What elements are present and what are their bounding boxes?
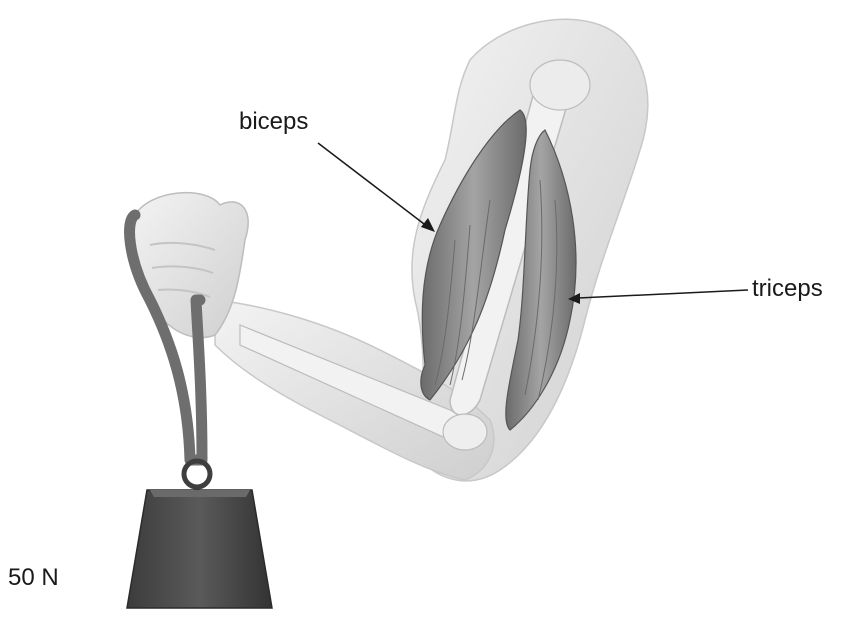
biceps-label: biceps bbox=[239, 110, 308, 134]
triceps-pointer-line bbox=[578, 290, 748, 298]
weight-block bbox=[127, 490, 272, 608]
triceps-label: triceps bbox=[752, 277, 823, 301]
shoulder-joint bbox=[530, 60, 590, 110]
weight-label: 50 N bbox=[8, 566, 59, 590]
elbow-joint bbox=[443, 414, 487, 450]
biceps-pointer-line bbox=[318, 143, 428, 227]
weight-top bbox=[150, 490, 250, 497]
